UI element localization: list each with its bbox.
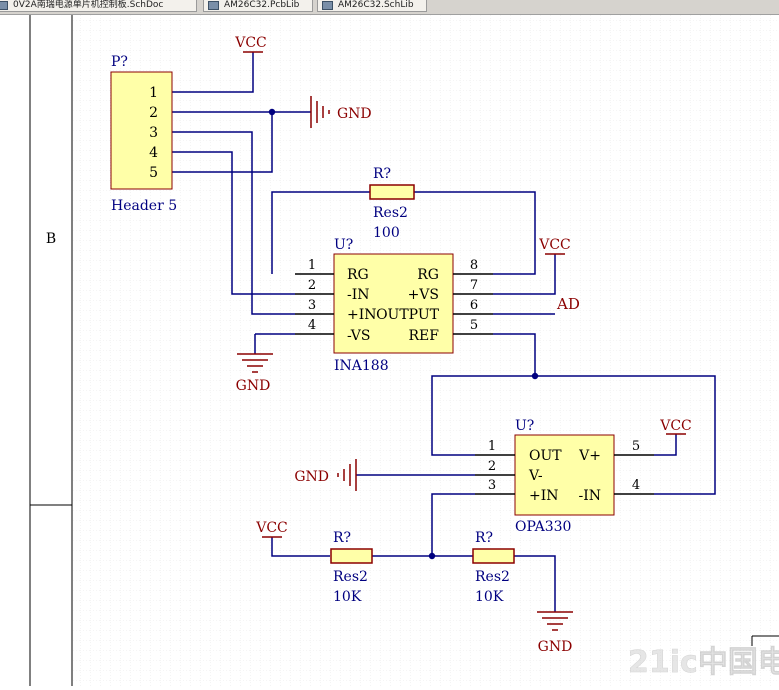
component-body <box>110 71 173 190</box>
pin-number: 2 <box>488 459 496 474</box>
pin-number: 1 <box>149 85 158 101</box>
power-label: VCC <box>234 35 267 51</box>
tab-pcblib[interactable]: AM26C32.PcbLib <box>203 0 313 12</box>
gnd-power-port[interactable]: GND <box>537 611 573 655</box>
pin-name: V- <box>528 468 543 484</box>
wires <box>172 52 716 612</box>
comment: Res2 <box>333 569 368 585</box>
vcc-power-port[interactable]: VCC <box>538 237 571 255</box>
gnd-power-port[interactable]: GND <box>310 96 372 128</box>
tab-label: AM26C32.SchLib <box>338 0 414 10</box>
gnd-power-port[interactable]: GND <box>236 353 273 394</box>
designator: U? <box>334 237 353 253</box>
pin-name: -IN <box>347 287 370 303</box>
pin-name: OUTPUT <box>376 307 440 323</box>
component-body <box>514 434 615 516</box>
pin-name: V+ <box>578 448 601 464</box>
designator: U? <box>515 418 534 434</box>
pin-number: 4 <box>632 478 640 493</box>
pin-number: 5 <box>149 165 158 181</box>
pin-name: -VS <box>347 328 370 344</box>
document-tab-bar: 0V2A南瑞电源单片机控制板.SchDoc AM26C32.PcbLib AM2… <box>0 0 779 15</box>
pin-number: 4 <box>149 145 158 161</box>
schematic-sheet[interactable]: B P? Header 5 1 2 3 4 5 <box>0 15 779 686</box>
pin-number: 2 <box>308 278 316 293</box>
pin-number: 4 <box>308 318 316 333</box>
tab-schdoc[interactable]: 0V2A南瑞电源单片机控制板.SchDoc <box>0 0 197 12</box>
opa330-component[interactable]: U? OPA330 1 2 3 5 4 OUT V- +IN V+ -IN <box>475 418 654 535</box>
pin-number: 1 <box>488 439 496 454</box>
power-label: VCC <box>659 418 692 434</box>
tab-schlib[interactable]: AM26C32.SchLib <box>317 0 427 12</box>
pin-number: 8 <box>470 258 478 273</box>
power-label: GND <box>236 378 271 394</box>
resistor-body <box>472 548 515 564</box>
pin-name: +IN <box>347 307 377 323</box>
comment: INA188 <box>334 358 389 374</box>
power-label: GND <box>337 106 372 122</box>
vcc-power-port[interactable]: VCC <box>234 35 267 53</box>
pin-name: RG <box>347 267 369 283</box>
pin-name: OUT <box>529 448 562 464</box>
pin-number: 3 <box>488 478 496 493</box>
schematic-doc-icon <box>0 1 8 10</box>
pin-number: 5 <box>632 439 640 454</box>
pin-number: 3 <box>149 125 158 141</box>
pin-number: 6 <box>470 298 478 313</box>
power-label: GND <box>538 639 573 655</box>
resistor-r1[interactable]: R? Res2 10K <box>330 530 373 605</box>
sheet-border <box>29 15 73 686</box>
tab-label: 0V2A南瑞电源单片机控制板.SchDoc <box>13 0 164 10</box>
schematic-library-icon <box>322 1 333 10</box>
power-label: VCC <box>255 520 288 536</box>
comment: Header 5 <box>111 198 177 214</box>
pin-name: REF <box>409 328 440 344</box>
zone-label: B <box>46 231 56 247</box>
tab-label: AM26C32.PcbLib <box>224 0 300 10</box>
net-label-ad[interactable]: AD <box>556 295 580 313</box>
junction-dot <box>531 372 539 380</box>
power-label: GND <box>294 469 329 485</box>
ina188-component[interactable]: U? INA188 1 2 3 4 8 7 6 5 RG -IN +IN -VS… <box>295 237 493 374</box>
comment: Res2 <box>475 569 510 585</box>
pin-name: RG <box>417 267 439 283</box>
corner-fragment <box>751 635 779 646</box>
pin-number: 2 <box>149 105 158 121</box>
gnd-power-port[interactable]: GND <box>294 459 357 491</box>
comment: OPA330 <box>515 519 571 535</box>
value: 10K <box>333 589 362 605</box>
designator: R? <box>373 166 391 182</box>
watermark-logo: 21ic中国电子网 <box>628 645 779 681</box>
watermark-text: 21ic中国电子网 <box>628 645 779 680</box>
pcb-library-icon <box>208 1 219 10</box>
designator: R? <box>475 530 493 546</box>
pin-name: +VS <box>408 287 439 303</box>
vcc-power-port[interactable]: VCC <box>255 520 288 538</box>
resistor-body <box>369 184 415 200</box>
pin-name: +IN <box>529 488 559 504</box>
gain-resistor[interactable]: R? Res2 100 <box>369 166 415 241</box>
designator: R? <box>333 530 351 546</box>
junction-dot <box>428 552 436 560</box>
designator: P? <box>111 54 128 70</box>
value: 100 <box>373 225 400 241</box>
component-body <box>333 253 454 354</box>
pin-number: 7 <box>470 278 478 293</box>
pin-number: 1 <box>308 258 316 273</box>
value: 10K <box>475 589 504 605</box>
pin-number: 5 <box>470 318 478 333</box>
pin-name: -IN <box>578 488 601 504</box>
junctions <box>268 108 539 560</box>
header-5-component[interactable]: P? Header 5 1 2 3 4 5 <box>110 54 177 214</box>
schematic-canvas[interactable]: B P? Header 5 1 2 3 4 5 <box>0 15 779 686</box>
power-label: VCC <box>538 237 571 253</box>
junction-dot <box>268 108 276 116</box>
resistor-body <box>330 548 373 564</box>
pin-number: 3 <box>308 298 316 313</box>
vcc-power-port[interactable]: VCC <box>659 418 692 435</box>
comment: Res2 <box>373 205 408 221</box>
resistor-r2[interactable]: R? Res2 10K <box>472 530 515 605</box>
